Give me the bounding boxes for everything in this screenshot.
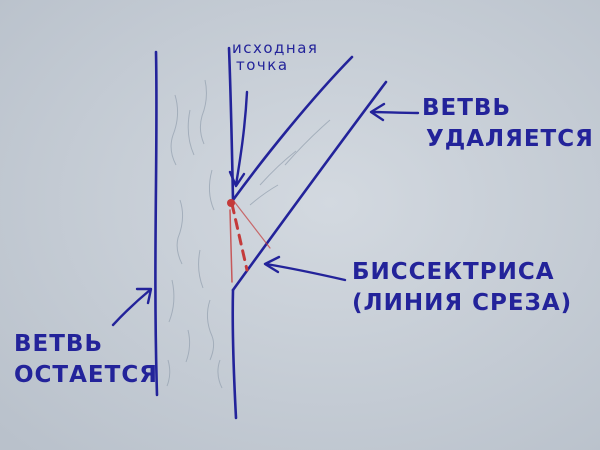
bisector-dashed-line: [230, 202, 249, 272]
trunk-right-edge: [227, 46, 235, 202]
label-bisector: БИССЕКТРИСА (ЛИНИЯ СРЕЗА): [352, 259, 573, 317]
label-bisector-line2: (ЛИНИЯ СРЕЗА): [352, 290, 573, 317]
arrow-branch-removed: [369, 102, 420, 122]
tree-outline: [154, 46, 388, 420]
label-branch-stays-line2: ОСТАЕТСЯ: [14, 362, 158, 389]
arrows: [111, 90, 420, 327]
label-branch-removed-line1: ВЕТВЬ: [422, 95, 511, 121]
trunk-left-edge: [154, 50, 159, 397]
angle-arc: [232, 199, 271, 249]
arrow-bisector: [263, 255, 347, 282]
arrow-branch-stays: [111, 287, 153, 327]
label-start-point-line1: исходная: [232, 39, 319, 57]
arrow-start-point: [228, 90, 249, 188]
label-branch-removed-line2: УДАЛЯЕТСЯ: [426, 126, 594, 153]
collar-line: [229, 209, 233, 283]
trunk-right-edge-lower: [231, 288, 238, 420]
label-branch-stays: ВЕТВЬ ОСТАЕТСЯ: [14, 331, 158, 389]
label-bisector-line1: БИССЕКТРИСА: [352, 259, 555, 285]
label-start-point-line2: точка: [236, 55, 289, 74]
cut-line: [227, 199, 271, 283]
label-start-point: исходная точка: [232, 40, 318, 73]
bark-texture: [166, 79, 331, 389]
branch-lower-edge: [231, 80, 388, 292]
label-branch-stays-line1: ВЕТВЬ: [14, 331, 103, 357]
start-point-marker: [227, 199, 235, 207]
branch-upper-edge: [231, 55, 354, 202]
label-branch-removed: ВЕТВЬ УДАЛЯЕТСЯ: [422, 95, 594, 153]
